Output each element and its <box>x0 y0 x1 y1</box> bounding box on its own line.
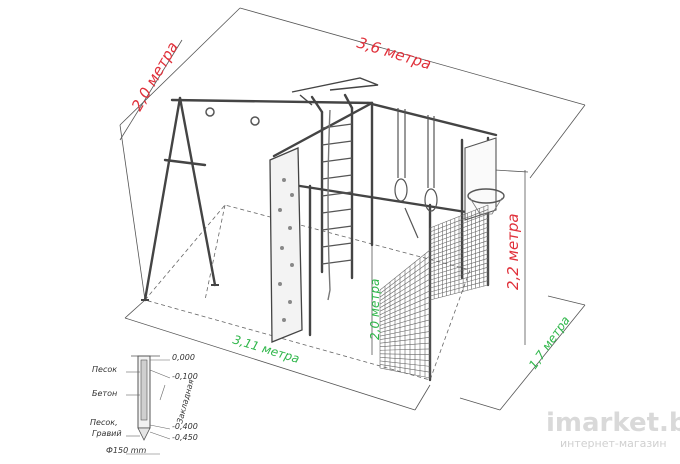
climbing-wall <box>269 147 303 343</box>
frame <box>143 93 498 382</box>
label-concrete: Бетон <box>92 389 117 398</box>
gym-rings <box>394 108 438 239</box>
climbing-rope <box>327 109 331 301</box>
label-sand-gravel-2: Гравий <box>92 429 122 438</box>
basketball-hoop <box>464 137 505 221</box>
ladder-rungs <box>321 123 353 265</box>
frame-cap <box>291 77 379 106</box>
label-sand-gravel-1: Песок, <box>90 418 118 427</box>
level-0: 0,000 <box>172 353 195 362</box>
dim-length-bottom: 3,11 метра <box>231 332 301 366</box>
dim-depth-left: 2,0 метра <box>128 39 182 114</box>
label-sand: Песок <box>92 365 117 374</box>
ground-outline <box>144 204 471 381</box>
label-diameter: Ф150 mm <box>106 446 146 455</box>
watermark: imarket.by интернет-магазин <box>546 408 680 450</box>
dim-depth-bottom-right: 1,7 метра <box>526 313 573 371</box>
dimension-lines <box>119 7 586 411</box>
foundation-detail: Песок Бетон Песок, Гравий 0,000 -0,100 -… <box>90 353 198 455</box>
watermark-subtitle: интернет-магазин <box>560 437 667 450</box>
dim-height-right: 2,2 метра <box>504 213 522 290</box>
level-2: -0,400 <box>172 422 198 431</box>
watermark-brand: imarket.by <box>546 408 680 438</box>
label-embedded: Закладная <box>175 378 195 424</box>
dim-height-inner: 2,0 метра <box>368 279 382 340</box>
dim-length-top: 3,6 метра <box>355 34 434 74</box>
post-feet <box>141 284 219 301</box>
level-1: -0,100 <box>172 372 198 381</box>
net-panels <box>379 204 489 379</box>
level-3: -0,450 <box>172 433 198 442</box>
swing-hooks <box>205 107 260 126</box>
